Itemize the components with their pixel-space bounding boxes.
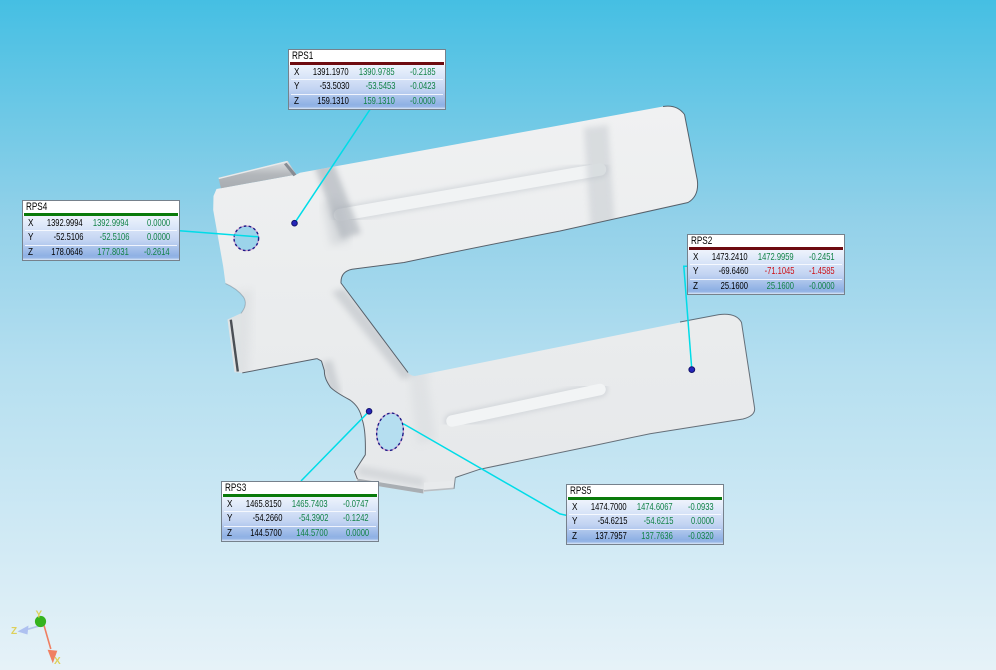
svg-text:Y: Y [36, 610, 43, 621]
svg-text:Z: Z [11, 626, 17, 637]
svg-text:X: X [54, 656, 61, 667]
